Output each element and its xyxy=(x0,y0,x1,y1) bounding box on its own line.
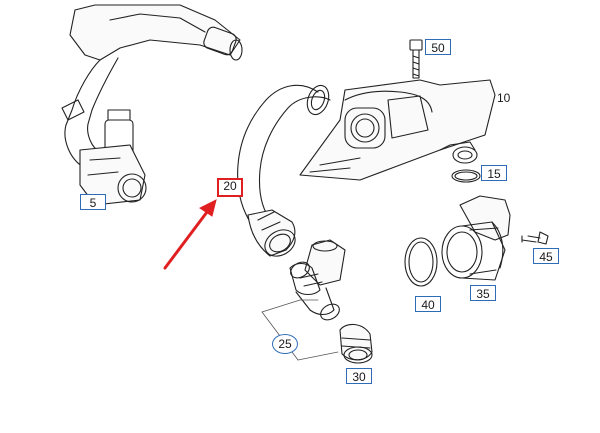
callout-10: 10 xyxy=(497,91,511,105)
part-20-curved-hose xyxy=(237,84,331,257)
callout-25: 25 xyxy=(272,334,298,354)
callout-40: 40 xyxy=(415,296,441,312)
part-30-hose-joint xyxy=(339,323,373,364)
part-45-screw xyxy=(521,231,549,245)
part-40-seal-ring xyxy=(404,237,438,287)
callout-30: 30 xyxy=(346,368,372,384)
part-35-sensor xyxy=(441,195,511,281)
callout-20-highlighted: 20 xyxy=(217,178,243,197)
part-50-bolt xyxy=(409,39,423,79)
callout-45: 45 xyxy=(533,248,559,264)
highlight-arrow xyxy=(163,199,217,270)
part-15-oring xyxy=(451,169,481,183)
part-10-housing xyxy=(299,79,496,181)
callout-5: 5 xyxy=(80,194,106,210)
callout-50: 50 xyxy=(425,39,451,55)
callout-15: 15 xyxy=(481,165,507,181)
part-25-tee-connector xyxy=(289,239,346,321)
part-5-hose-with-sensor xyxy=(61,4,243,206)
callout-35: 35 xyxy=(470,285,496,301)
leader-lines xyxy=(261,299,339,361)
